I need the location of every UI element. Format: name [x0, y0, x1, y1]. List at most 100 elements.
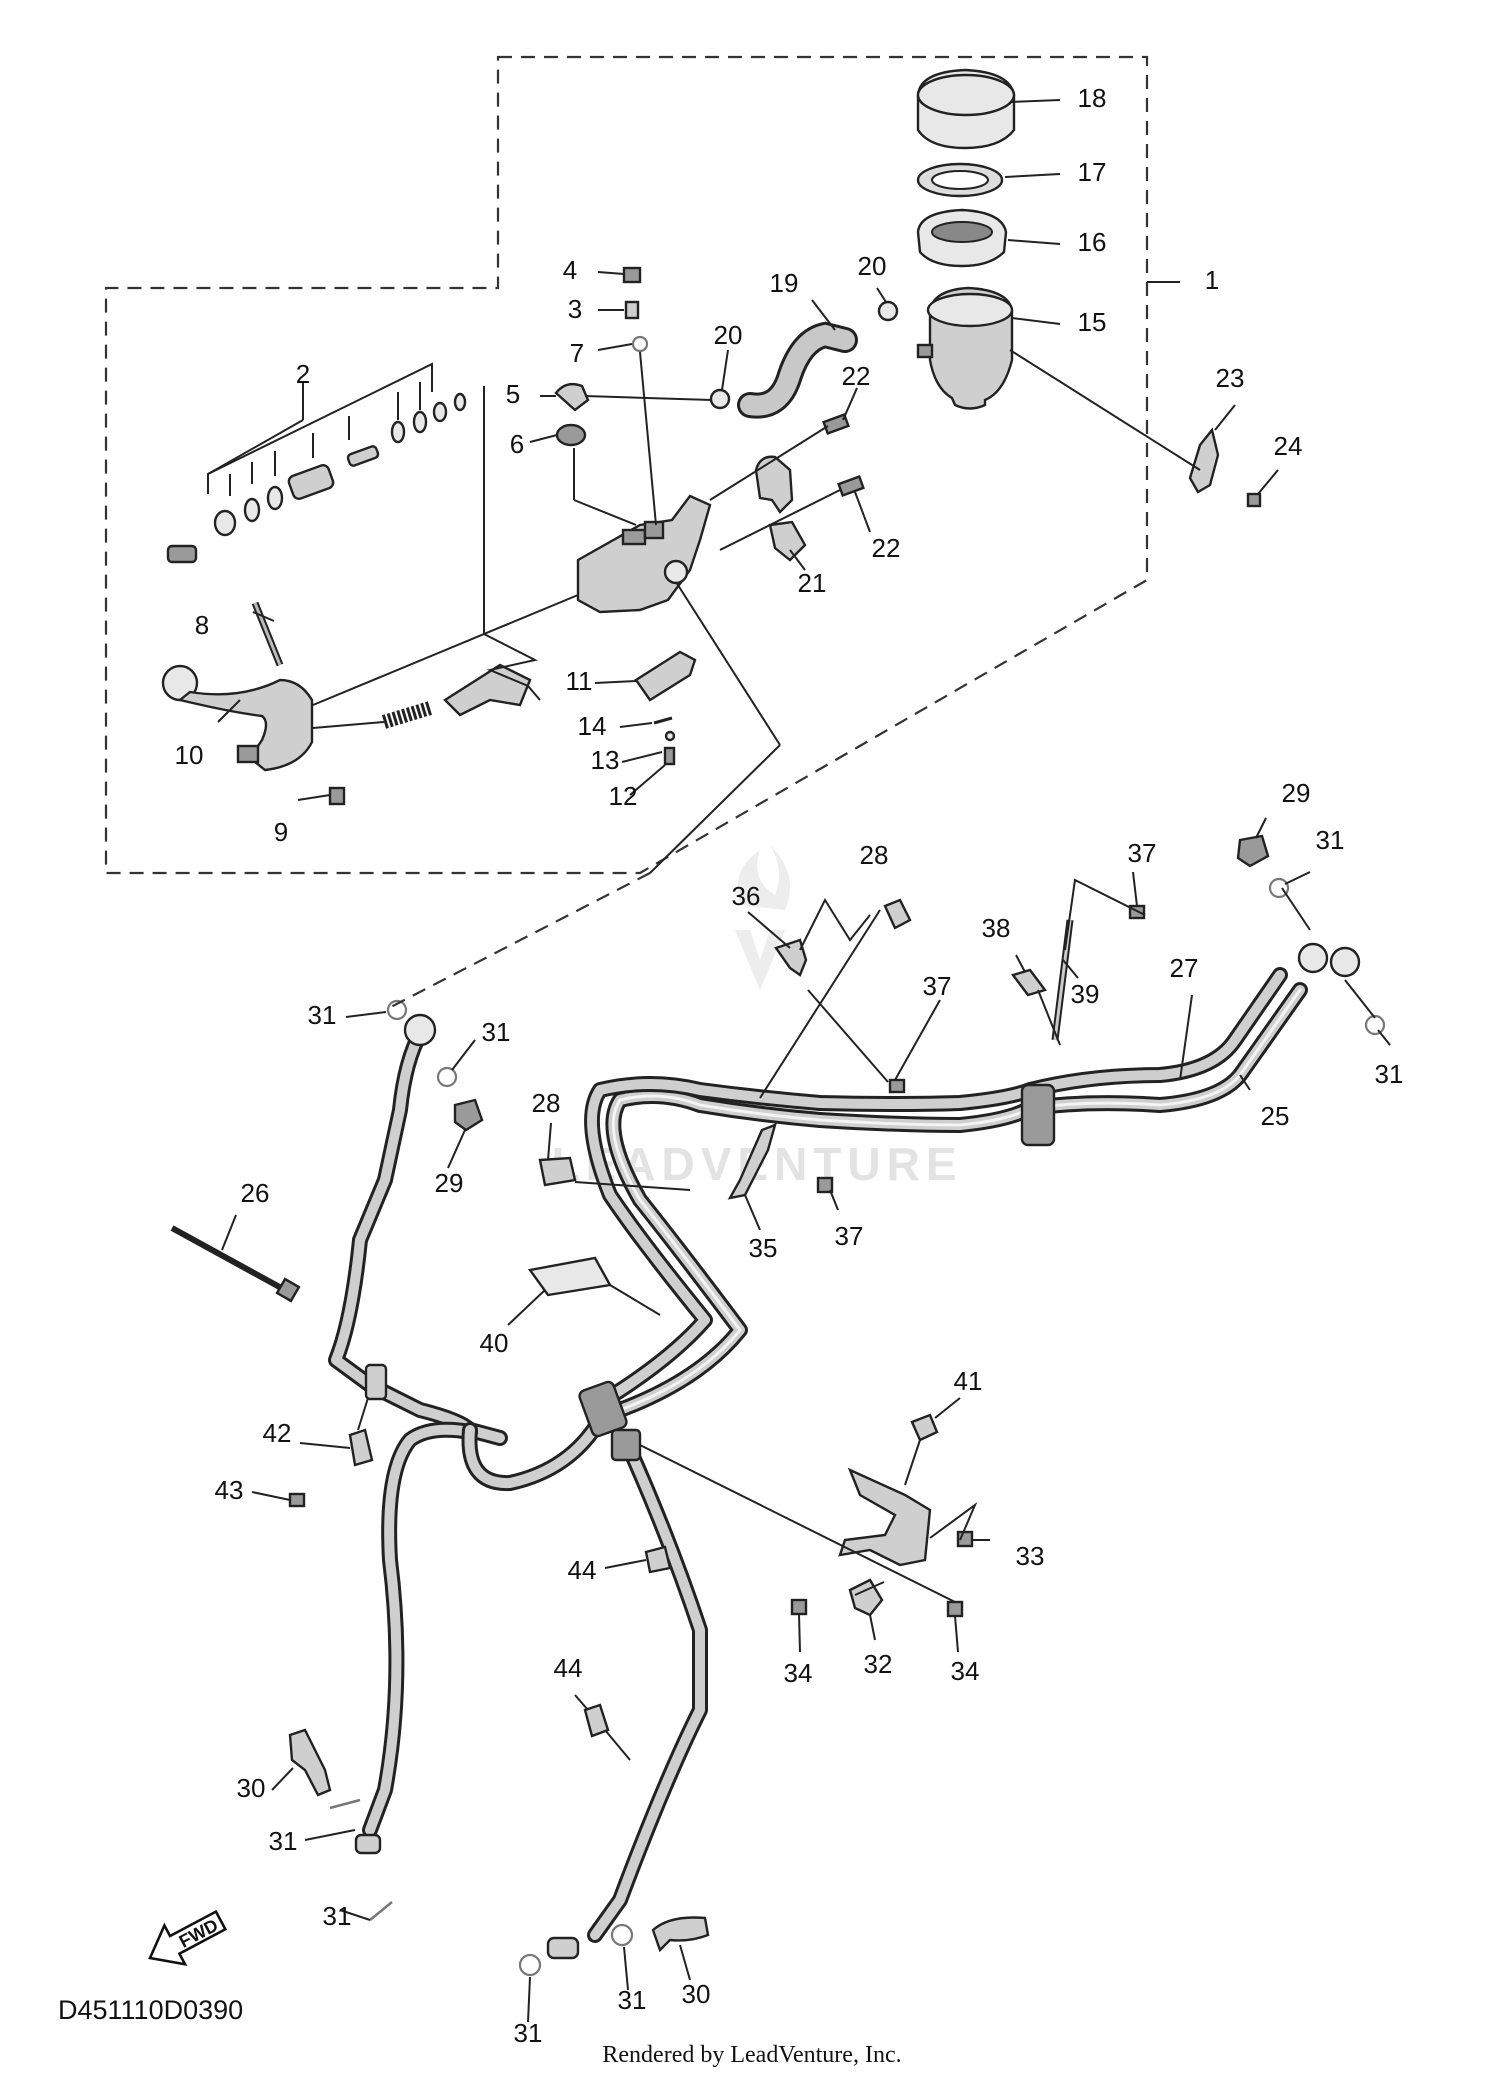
- callout-42: 42: [263, 1418, 292, 1448]
- callout-36: 36: [732, 881, 761, 911]
- grommet-left: [364, 1363, 388, 1401]
- banjo-upper-right-b: [1329, 946, 1361, 978]
- screw-12: [663, 746, 676, 766]
- leader-lines: [207, 99, 1391, 2023]
- callout-26: 26: [241, 1178, 270, 1208]
- bolt-34-left: [790, 1598, 808, 1616]
- diaphragm-ring: [916, 162, 1004, 198]
- union-bolt-29-left: [453, 1098, 484, 1132]
- bracket-23: [1188, 427, 1220, 494]
- callout-17: 17: [1078, 157, 1107, 187]
- clamp-44-upper: [644, 1545, 672, 1574]
- callout-6: 6: [510, 429, 524, 459]
- callout-37-top: 37: [923, 971, 952, 1001]
- hose-end-left: [354, 1833, 382, 1855]
- callout-38: 38: [982, 913, 1011, 943]
- callout-9: 9: [274, 817, 288, 847]
- ring-7: [631, 335, 649, 353]
- banjo-upper-right-a: [1297, 942, 1329, 974]
- brake-pipe-network: [328, 967, 1308, 1943]
- callout-40: 40: [480, 1328, 509, 1358]
- callout-8: 8: [195, 610, 209, 640]
- callout-10: 10: [175, 740, 204, 770]
- callout-44-upper: 44: [568, 1555, 597, 1585]
- callout-34-left: 34: [784, 1658, 813, 1688]
- banjo-bolt-30-left: [288, 1728, 332, 1797]
- callout-4: 4: [563, 255, 577, 285]
- callout-22-lower: 22: [872, 533, 901, 563]
- callout-44-lower: 44: [554, 1653, 583, 1683]
- reservoir-plate: [916, 208, 1008, 268]
- callout-31-a: 31: [308, 1000, 337, 1030]
- callout-21: 21: [798, 568, 827, 598]
- callout-37-right: 37: [1128, 838, 1157, 868]
- callout-29-top: 29: [1282, 778, 1311, 808]
- washer-31-d: [1364, 1014, 1386, 1036]
- callout-1: 1: [1205, 265, 1219, 295]
- clamp-44-lower: [583, 1703, 610, 1738]
- rendered-by-credit: Rendered by LeadVenture, Inc.: [602, 2042, 901, 2068]
- bolt-37-top: [888, 1078, 906, 1094]
- union-5: [554, 382, 590, 412]
- callout-15: 15: [1078, 307, 1107, 337]
- switch-11: [634, 650, 697, 702]
- pipe-joint-upper: [1020, 1083, 1056, 1147]
- washer-31-h: [369, 1901, 393, 1921]
- reservoir-cap: [916, 68, 1016, 150]
- bolt-22-lower: [837, 475, 865, 497]
- reservoir-tank: [916, 286, 1014, 410]
- pipe-joint-center: [578, 1380, 628, 1438]
- washer-31-f: [610, 1923, 634, 1947]
- callout-30-right: 30: [682, 1979, 711, 2009]
- bolt-37-mid: [816, 1176, 834, 1194]
- banjo-bolt-30-right: [651, 1916, 710, 1953]
- callout-31-f: 31: [618, 1985, 647, 2015]
- bolt-24: [1246, 492, 1262, 508]
- callout-13: 13: [591, 745, 620, 775]
- callout-23: 23: [1216, 363, 1245, 393]
- lever-10: [161, 664, 314, 772]
- bolt-26: [170, 1225, 287, 1293]
- callout-31-b: 31: [482, 1017, 511, 1047]
- callout-33: 33: [1016, 1541, 1045, 1571]
- clip-20-left: [709, 388, 731, 410]
- link-arm: [443, 663, 532, 717]
- piston-kit-2: [166, 392, 467, 564]
- nut-6: [555, 423, 587, 447]
- callout-31-h: 31: [323, 1901, 352, 1931]
- master-cylinder-body: [576, 494, 712, 614]
- callout-2: 2: [296, 359, 310, 389]
- callout-27: 27: [1170, 953, 1199, 983]
- bracket-32: [848, 1578, 884, 1617]
- callout-31-g: 31: [269, 1826, 298, 1856]
- screw-3: [624, 300, 640, 320]
- callout-31-e: 31: [514, 2018, 543, 2048]
- clip-36: [774, 938, 808, 977]
- callout-34-right: 34: [951, 1656, 980, 1686]
- callout-32: 32: [864, 1649, 893, 1679]
- callout-24: 24: [1274, 431, 1303, 461]
- spring: [381, 701, 433, 729]
- callout-7: 7: [570, 338, 584, 368]
- callout-31-d: 31: [1375, 1059, 1404, 1089]
- callout-20-right: 20: [858, 251, 887, 281]
- clamp-42: [348, 1428, 374, 1467]
- callout-30-left: 30: [237, 1773, 266, 1803]
- callout-28-mid: 28: [532, 1088, 561, 1118]
- bolt-34-right: [946, 1600, 964, 1618]
- fwd-arrow-icon: FWD: [148, 1909, 228, 1967]
- hose-19: [737, 321, 858, 419]
- clip-20-right: [877, 300, 899, 322]
- callout-11: 11: [566, 666, 593, 696]
- callout-3: 3: [568, 294, 582, 324]
- washer-14: [653, 716, 673, 725]
- washer-31-b: [436, 1066, 458, 1088]
- callout-5: 5: [506, 379, 520, 409]
- callout-31-c: 31: [1316, 825, 1345, 855]
- callout-25: 25: [1261, 1101, 1290, 1131]
- diagram-code: D451110D0390: [58, 1995, 243, 2025]
- pipe-clamp-center: [610, 1428, 642, 1462]
- callout-43: 43: [215, 1475, 244, 1505]
- clamp-21: [754, 455, 807, 562]
